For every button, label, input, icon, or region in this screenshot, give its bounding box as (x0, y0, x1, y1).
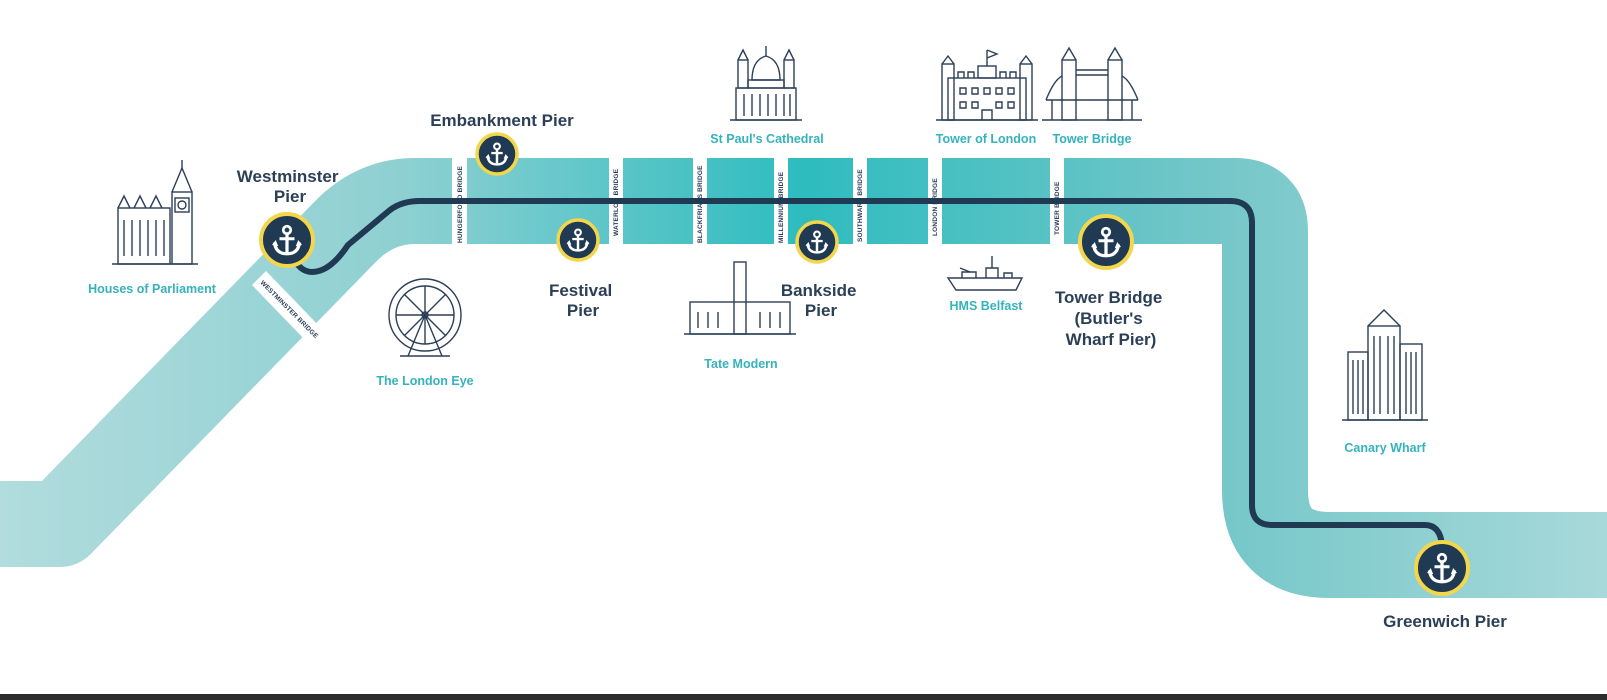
pier-label-bankside: Bankside Pier (781, 281, 861, 320)
skyscraper-icon (1342, 309, 1428, 421)
pier-label-tower-bridge: Tower Bridge (Butler's Wharf Pier) (1055, 288, 1167, 349)
landmark-label-houses-of-parliament: Houses of Parliament (88, 282, 217, 296)
landmark-label-tate-modern: Tate Modern (704, 357, 777, 371)
pier-label-embankment: Embankment Pier (430, 111, 574, 130)
southwark-bridge-label: SOUTHWARK BRIDGE (857, 169, 864, 242)
hungerford-bridge-label: HUNGERFORD BRIDGE (457, 165, 464, 243)
pier-marker-tower-bridge[interactable] (1078, 214, 1134, 270)
bridge-icon (1042, 46, 1142, 121)
landmark-label-tower-of-london: Tower of London (936, 132, 1036, 146)
pier-label-festival: Festival Pier (549, 281, 617, 320)
river-thames (0, 158, 1607, 598)
pier-marker-greenwich[interactable] (1414, 540, 1470, 596)
pier-marker-festival[interactable] (556, 218, 600, 262)
pier-label-westminster: Westminster Pier (237, 167, 343, 206)
cathedral-icon (730, 46, 802, 121)
pier-marker-westminster[interactable] (259, 212, 315, 268)
millennium-bridge-label: MILLENNIUM BRIDGE (778, 171, 785, 243)
pier-label-greenwich: Greenwich Pier (1383, 612, 1507, 631)
bottom-edge-bar (0, 694, 1607, 700)
warship-icon (946, 256, 1024, 291)
pier-marker-bankside[interactable] (795, 220, 839, 264)
landmark-label-canary-wharf: Canary Wharf (1344, 441, 1426, 455)
landmark-label-hms-belfast: HMS Belfast (950, 299, 1024, 313)
castle-icon (936, 49, 1038, 121)
parliament-icon (112, 160, 198, 265)
london-bridge-label: LONDON BRIDGE (932, 178, 939, 236)
landmark-label-st-pauls: St Paul's Cathedral (710, 132, 823, 146)
landmark-label-london-eye: The London Eye (376, 374, 473, 388)
tower-bridge-label: TOWER BRIDGE (1054, 181, 1061, 235)
gallery-icon (684, 261, 796, 335)
landmark-label-tower-bridge: Tower Bridge (1053, 132, 1132, 146)
pier-marker-embankment[interactable] (475, 132, 519, 176)
boat-route-line (284, 198, 1445, 571)
ferris-wheel-icon (388, 278, 462, 357)
